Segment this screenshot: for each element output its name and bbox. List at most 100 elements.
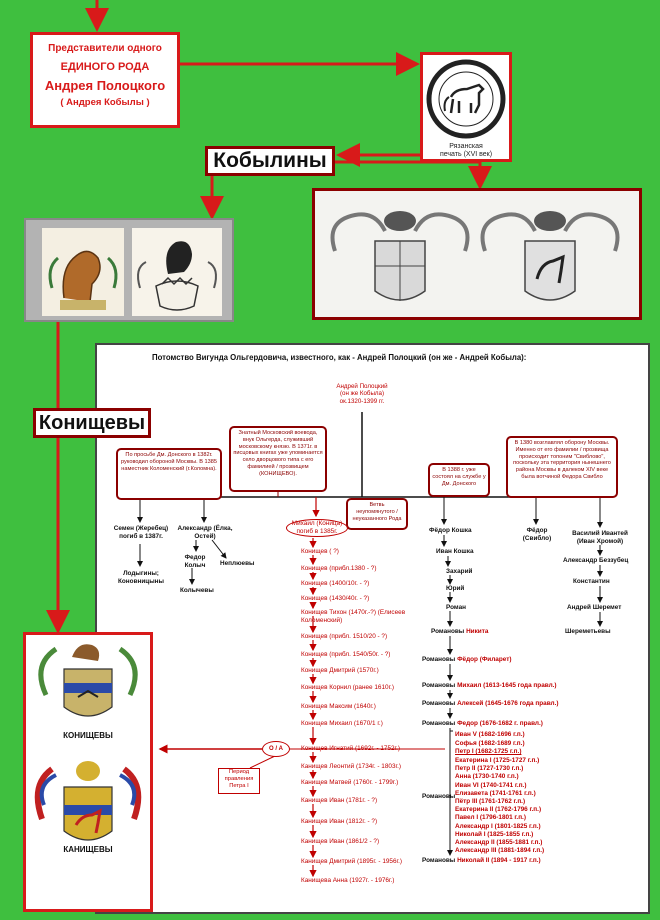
tree-root: Андрей Полоцкий (он же Кобыла) ок.1320-1… — [336, 383, 388, 405]
tree-line — [249, 755, 276, 769]
konishchev-entry: Канищев Иван (1781г. - ?) — [301, 797, 378, 804]
konishchev-entry: Конищев (1400/10г. - ?) — [301, 580, 370, 587]
coats-image — [34, 644, 142, 841]
seal-caption-2: печать (XVI век) — [439, 151, 493, 158]
last-romanov-name: Николай II (1894 - 1917 г.п.) — [457, 857, 541, 864]
header-line2: ЕДИНОГО РОДА — [60, 61, 150, 73]
konishchev-entry: Канищев Иван (1861/2 - ?) — [301, 838, 380, 845]
romanov-entry: Романовы Алексей (1645-1676 года правл.) — [422, 700, 559, 708]
konishchev-entry: Конищев (прибл.1380 - ?) — [301, 565, 377, 572]
arms-image — [315, 191, 639, 317]
header-line3: Андрея Полоцкого — [44, 78, 166, 93]
son-semen-desc: Лодыгины; Коновницыны — [118, 570, 164, 585]
tsar-entry: Петр I (1682-1725 г.п.) — [455, 748, 522, 756]
son-semen: Семен (Жеребец) погиб в 1387г. — [113, 525, 169, 540]
konishchev-entry: Конищев (1430/40г. - ?) — [301, 595, 370, 602]
tsar-entry: Екатерина I (1725-1727 г.п.) — [455, 757, 540, 764]
tsar-entry: Екатерина II (1762-1796 г.п.) — [455, 806, 542, 814]
romanov-prefix: Романовы — [422, 656, 456, 663]
kobyliny-label: Кобылины — [205, 146, 335, 176]
romanovs-mid-label: Романовы — [422, 793, 456, 800]
konishchev-entry: Конищев (прибл. 1510/20 - ?) — [301, 633, 388, 640]
seal-box: Рязанская печать (XVI век) — [420, 52, 512, 162]
tsar-entry: Николай I (1825-1855 г.п.) — [455, 830, 534, 838]
note-koshka: В 1388 г. уже состоял на службе у Дм. До… — [428, 463, 490, 497]
romanov-entry: Романовы Фёдор (Филарет) — [422, 656, 511, 664]
romanov-name: Федор (1676-1682 г. правл.) — [457, 720, 543, 727]
header-line4: ( Андрея Кобылы ) — [60, 97, 150, 108]
horse-crest-image-2 — [132, 228, 222, 316]
romanov-entry: Романовы Никита — [431, 628, 488, 636]
romanov-prefix: Романовы — [431, 628, 465, 635]
kolychevy: Колычевы — [180, 587, 214, 594]
oa-marker: О / А — [262, 741, 290, 757]
son-alexander: Александр (Ёлка, Остей) — [177, 525, 233, 540]
tsar-entry: Софья (1682-1689 г.п.) — [455, 739, 525, 747]
son-vasily: Василий Ивантей (Иван Хромой) — [572, 530, 628, 545]
last-romanov-prefix: Романовы — [422, 857, 456, 864]
koshka-entry: Роман — [446, 604, 466, 611]
tsar-entry: Александр II (1855-1881 г.п.) — [455, 839, 543, 846]
header-line1: Представители одного — [48, 43, 162, 54]
romanov-prefix: Романовы — [422, 720, 456, 727]
note-semen: По просьбе Дм. Донского в 1382г. руковод… — [116, 448, 222, 500]
tree-line — [211, 539, 227, 559]
tsar-entry: Иван V (1682-1696 г.п.) — [455, 731, 525, 738]
tree-title: Потомство Вигунда Ольгердовича, известно… — [152, 353, 527, 362]
konishchev-entry: Конищев (прибл. 1540/50г. - ?) — [301, 651, 391, 658]
konishchev-entry: Конищев Игнатий (1692г. - 1752г.) — [301, 745, 401, 752]
tsar-entry: Елизавета (1741-1761 г.п.) — [455, 789, 536, 797]
header-box: Представители одного ЕДИНОГО РОДА Андрея… — [30, 32, 180, 128]
koshka-entry: Захарий — [446, 568, 473, 575]
son-fedor-svibl: Фёдор (Свибло) — [522, 527, 552, 542]
tsar-entry: Александр I (1801-1825 г.п.) — [455, 822, 541, 830]
konishchev-entry: Канищев Дмитрий (1895г. - 1956г.) — [301, 858, 402, 865]
seal-caption-1: Рязанская — [449, 143, 483, 150]
romanov-prefix: Романовы — [422, 700, 456, 707]
konishchev-entry: Конищев Михаил (1670/1 г.) — [301, 720, 383, 727]
tsar-entry: Анна (1730-1740 г.п.) — [455, 773, 519, 781]
tsar-entry: Александр III (1881-1894 г.п.) — [455, 847, 545, 855]
konishchev-entry: Конищев ( ?) — [301, 548, 339, 555]
konishchev-entry: Конищев Максим (1640г.) — [301, 703, 376, 710]
coat-label-kanishchevy: КАНИЩЕВЫ — [63, 845, 113, 854]
nepluevy: Неплюевы — [220, 560, 255, 567]
son-fedor-kolych: Федор Колыч — [184, 554, 206, 569]
romanov-name: Фёдор (Филарет) — [457, 656, 512, 663]
romanov-name: Михаил (1613-1645 года правл.) — [457, 682, 557, 689]
svibl-entry: Шереметьевы — [565, 628, 611, 635]
konishchev-entry: Канищев Иван (1812г. - ?) — [301, 818, 378, 825]
coat-label-konishchevy: КОНИЩЕВЫ — [63, 731, 113, 740]
romanov-entry: Романовы Михаил (1613-1645 года правл.) — [422, 682, 557, 690]
kobyliny-arms-box — [312, 188, 642, 320]
svibl-entry: Андрей Шеремет — [567, 604, 622, 611]
romanov-name: Никита — [466, 628, 489, 635]
romanov-name: Алексей (1645-1676 года правл.) — [457, 700, 559, 707]
konishchev-entry: Канищев Матвей (1760г. - 1799г.) — [301, 779, 399, 786]
son-mikhail: Михаил (Коница) погиб в 1385г. — [286, 519, 348, 537]
romanov-entry: Романовы Федор (1676-1682 г. правл.) — [422, 720, 543, 728]
period-peter: Период правления Петра I — [218, 768, 260, 794]
svibl-entry: Александр Беззубец — [563, 557, 629, 564]
konishchev-entry: Конищев Дмитрий (1570г.) — [301, 667, 379, 674]
koshka-entry: Иван Кошка — [436, 548, 474, 555]
note-vetv: Ветвь неупомянутого / неуказанного Рода — [346, 498, 408, 530]
seal-image — [426, 59, 506, 139]
tsar-entry: Иван VI (1740-1741 г.п.) — [455, 781, 527, 789]
family-coats-box: КОНИЩЕВЫ КАНИЩЕВЫ — [23, 632, 153, 912]
koshka-entry: Юрий — [446, 585, 465, 592]
last-romanov: Романовы Николай II (1894 - 1917 г.п.) — [422, 857, 541, 865]
konishchev-entry: Канищева Анна (1927г. - 1976г.) — [301, 877, 395, 884]
konishchevy-label: Конищевы — [33, 408, 151, 438]
note-mikhail: Знатный Московский воевода, внук Ольгерд… — [229, 426, 327, 492]
konishchev-entry: Канищев Леонтий (1734г. - 1803г.) — [301, 763, 401, 770]
konishchev-entry: Конищев Корнил (ранее 1610г.) — [301, 684, 395, 691]
note-svibl: В 1380 возглавлял оборону Москвы. Именно… — [506, 436, 618, 498]
konishchev-entry: Конищев Тихон (1470г.-?) (Елисеев Коломе… — [301, 609, 406, 624]
romanov-prefix: Романовы — [422, 682, 456, 689]
tsar-entry: Петр II (1727-1730 г.п.) — [455, 765, 524, 773]
kobyliny-coats-box — [24, 218, 234, 322]
son-fedor-koshka: Фёдор Кошка — [429, 527, 472, 534]
svibl-entry: Константин — [573, 578, 610, 585]
